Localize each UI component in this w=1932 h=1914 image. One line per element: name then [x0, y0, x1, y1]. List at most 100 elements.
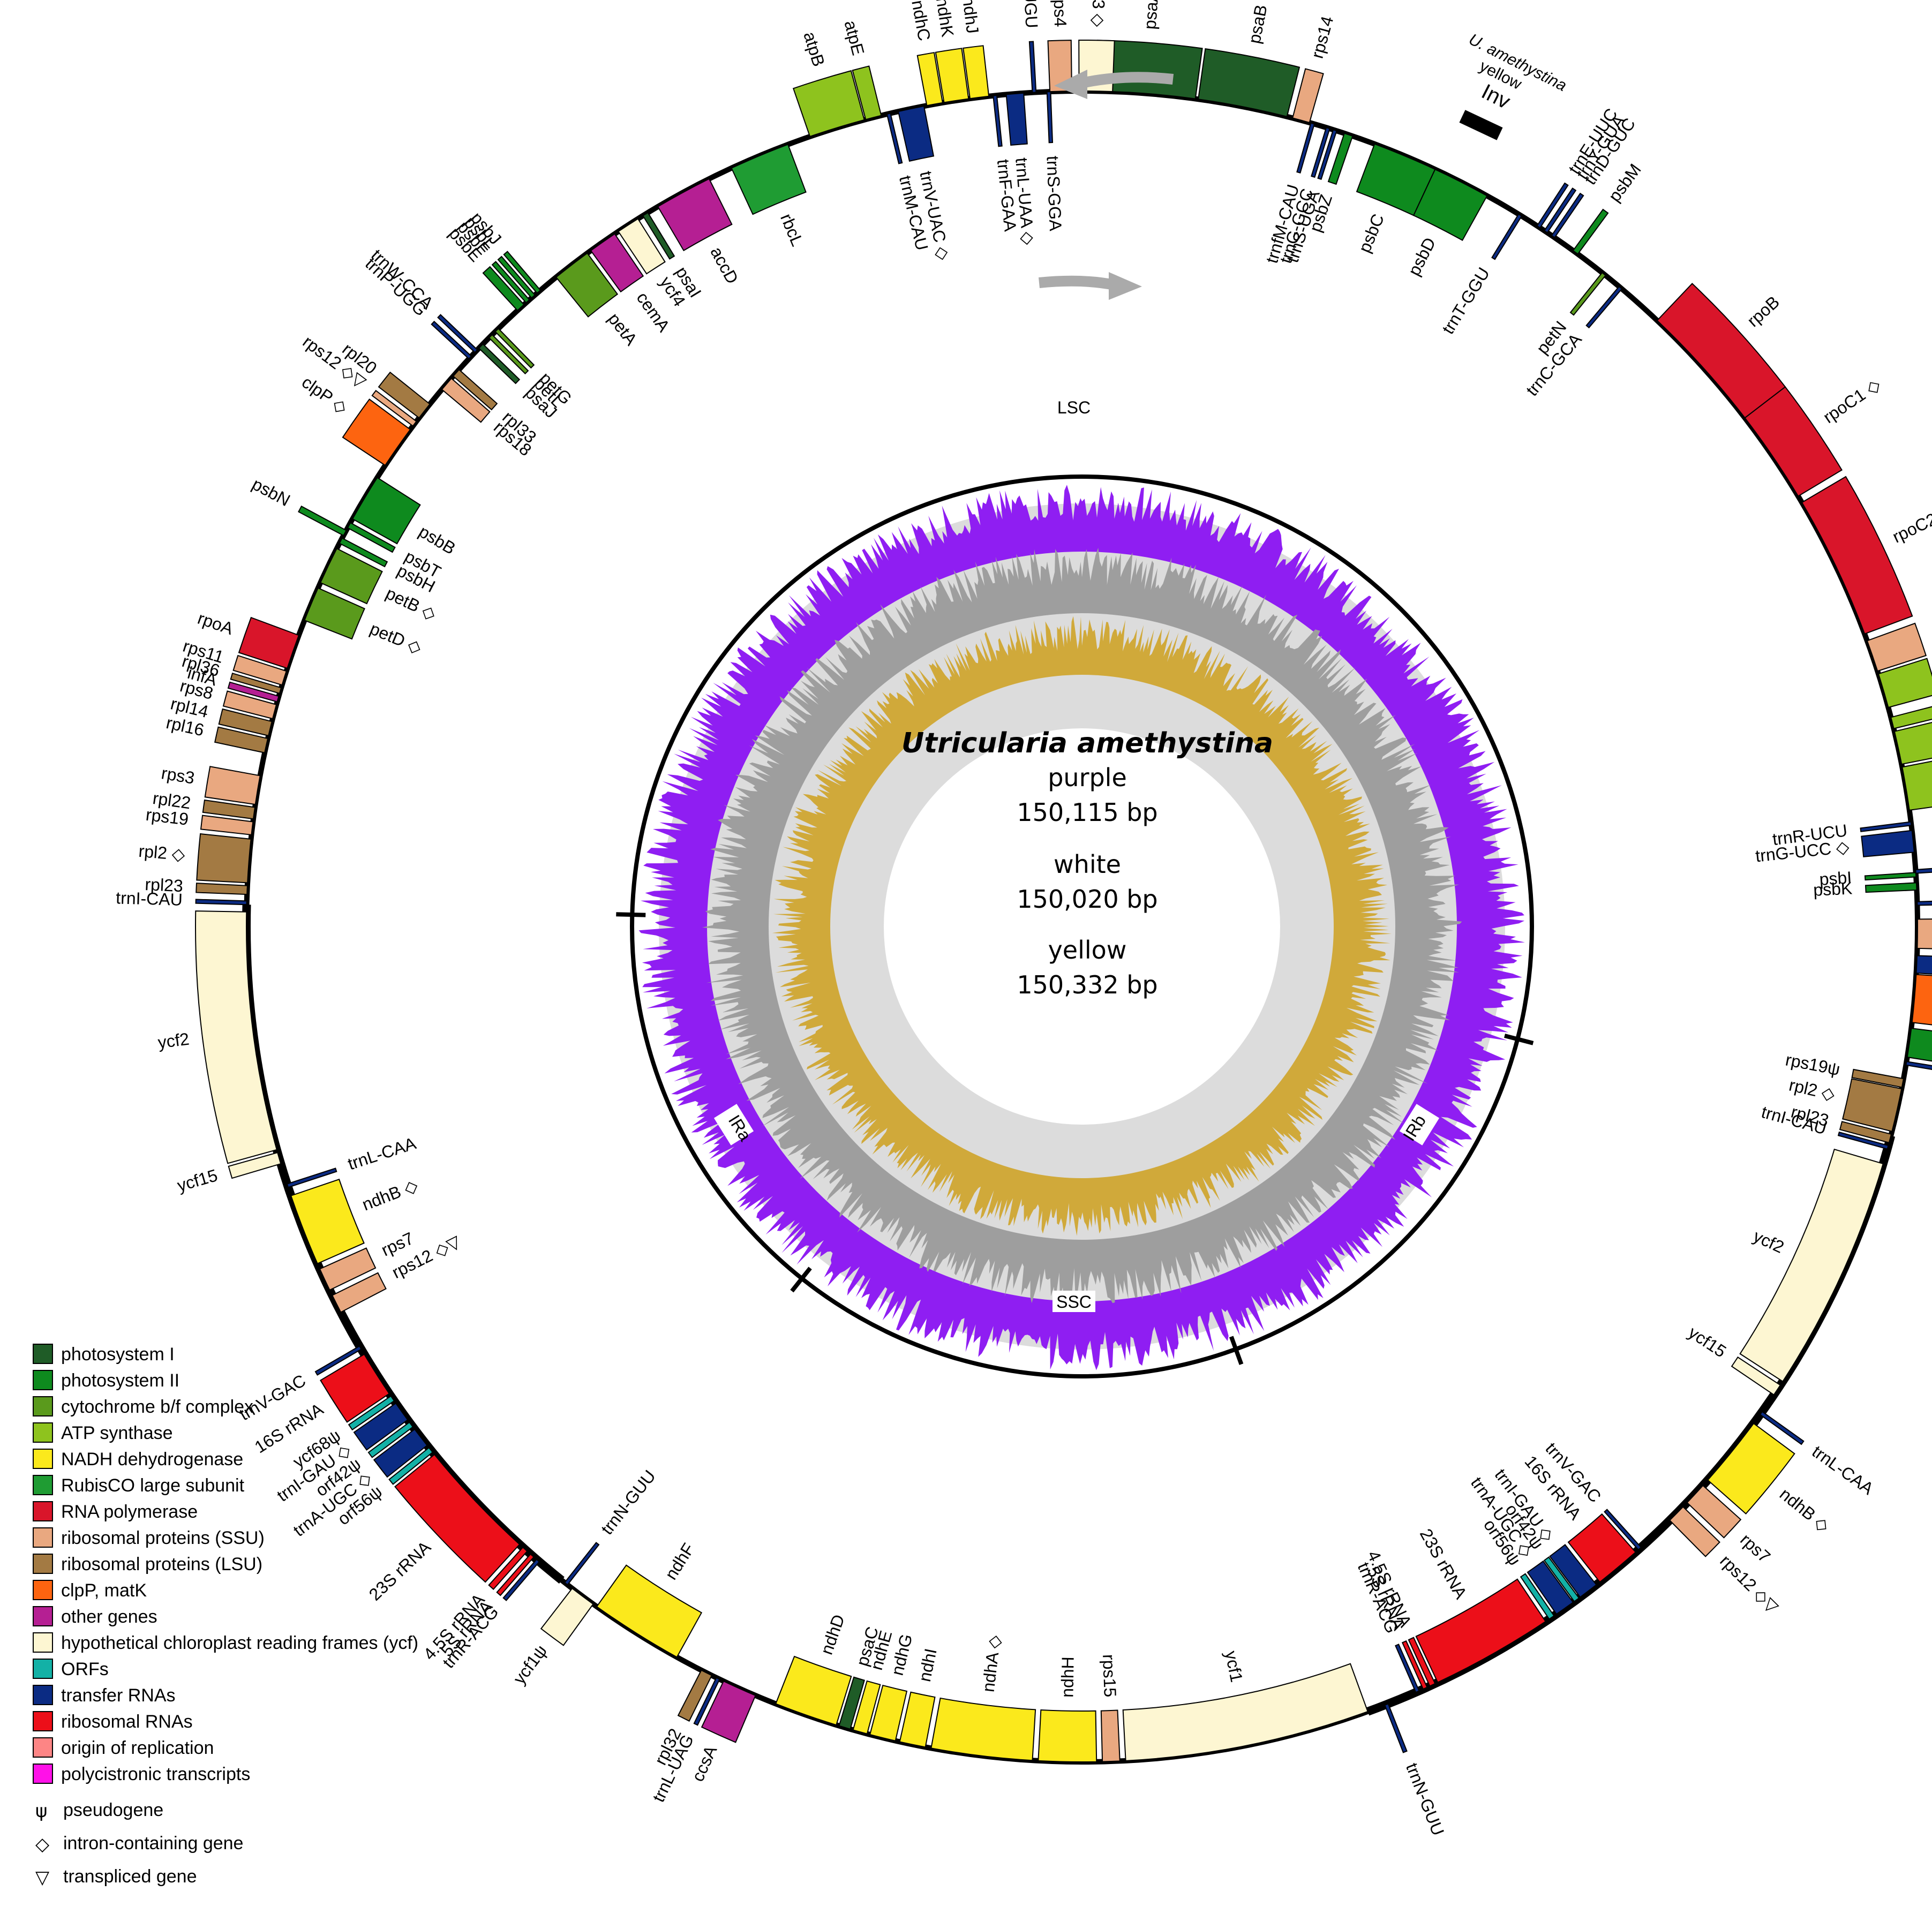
legend-label-cytochrome: cytochrome b/f complex	[61, 1397, 253, 1417]
legend-symbol-1-icon: ◇	[35, 1834, 50, 1855]
gene-label-rps19-: rps19ψ	[1784, 1050, 1842, 1079]
gene-block-trnf-gaa	[993, 95, 1003, 147]
gene-block-orf56-	[388, 1446, 434, 1485]
legend-label-rrna: ribosomal RNAs	[61, 1712, 193, 1732]
gene-block-rps11	[232, 654, 287, 686]
irb-label-bg	[1399, 1104, 1440, 1146]
gene-block-ycf2	[195, 910, 277, 1164]
gene-block-ndhf	[596, 1564, 703, 1658]
gene-block-trnr-ucu	[1860, 821, 1912, 832]
gene-block-trnv-uac	[897, 105, 935, 162]
legend-symbol-label-2: transpliced gene	[63, 1866, 197, 1887]
gene-label-rpoa: rpoA	[195, 608, 236, 638]
gene-block-5s-rrna	[496, 1553, 535, 1596]
gene-block-atpi	[1877, 658, 1932, 709]
gene-block-psbm	[1572, 208, 1609, 255]
gene-block-trni-cau	[195, 899, 247, 906]
gene-block-rps12	[371, 389, 417, 427]
gene-label-trnt-ugu: trnT-UGU	[1018, 0, 1042, 29]
gene-block-rpl33	[452, 368, 498, 411]
gene-block-trnt-ggu	[1491, 213, 1523, 260]
legend-label-ssu: ribosomal proteins (SSU)	[61, 1528, 265, 1548]
gene-block-rpl16	[214, 726, 269, 753]
legend-label-trna: transfer RNAs	[61, 1685, 176, 1706]
gene-block-psbd	[1412, 168, 1488, 242]
gene-block-rpl23	[1839, 1121, 1892, 1143]
legend-symbol-label-0: pseudogene	[63, 1800, 163, 1820]
gene-label-psbn: psbN	[249, 474, 294, 510]
gene-label-ndhd: ndhD	[817, 1612, 848, 1657]
gene-block-rpl2	[1842, 1078, 1903, 1132]
gene-block-ycf1	[1122, 1663, 1369, 1761]
legend-label-lsu: ribosomal proteins (LSU)	[61, 1554, 262, 1574]
gene-label-ycf15: ycf15	[175, 1165, 220, 1195]
gene-block-petb	[319, 547, 383, 605]
inner-region-circle	[630, 474, 1534, 1378]
gene-block-rps19-	[1851, 1068, 1905, 1088]
gene-label-rps3: rps3	[160, 763, 196, 788]
gene-block-ycf68-	[348, 1395, 395, 1431]
gene-label-atpe: atpE	[840, 18, 868, 57]
legend-swatch-clpmatk	[33, 1580, 53, 1600]
gene-block-ndhb	[290, 1178, 365, 1264]
gene-block-accd	[657, 178, 733, 252]
arrow-head-left-icon	[1054, 70, 1087, 99]
gene-label-trnl-caa: trnL-CAA	[1809, 1442, 1877, 1498]
gene-block-trnm-cau	[886, 112, 903, 164]
gene-block-psbf	[491, 261, 530, 304]
gene-block-psbi	[1864, 872, 1917, 881]
gene-block-trnv-gac	[314, 1345, 362, 1376]
inversion-bar	[1459, 110, 1503, 140]
gene-block-trnfm-cau	[1296, 122, 1315, 174]
gene-block-ndhk	[935, 48, 969, 103]
gene-block-atpb	[792, 70, 865, 138]
gene-block-clpp	[342, 398, 411, 466]
gene-block-trne-uuc	[1536, 182, 1569, 229]
gene-block-rps3	[204, 766, 261, 805]
legend-label-ori: origin of replication	[61, 1738, 214, 1758]
gene-block-psbt	[347, 522, 396, 553]
gene-block-petl	[488, 334, 529, 375]
gene-block-trnr-acg	[502, 1558, 540, 1601]
gene-label-rps14: rps14	[1307, 14, 1337, 61]
tick-lsc-irb	[1504, 1034, 1534, 1045]
gene-block-rps2	[1866, 622, 1927, 672]
gene-label-trns-gga: trnS-GGA	[1043, 155, 1065, 231]
legend-swatch-poly	[33, 1764, 53, 1784]
gene-block-atpe	[852, 65, 882, 120]
gene-block-psbe	[482, 266, 525, 312]
gene-label-ndha: ndhA ◇	[979, 1634, 1005, 1693]
gene-block-trnr-acg	[1395, 1644, 1420, 1693]
gene-block-orf42-	[367, 1421, 414, 1458]
gene-label-ycf2: ycf2	[1750, 1226, 1787, 1257]
gene-block-trns-uga	[1317, 129, 1337, 180]
gene-block-16s-rrna	[320, 1353, 390, 1423]
gene-block-trns-gcu	[1915, 868, 1932, 874]
gene-label-ycf1: ycf1	[1221, 1649, 1246, 1684]
gene-block-psbj	[503, 251, 542, 294]
gene-block-rps8	[222, 690, 277, 720]
variant-white-length: 150,020 bp	[1017, 885, 1157, 914]
gene-block-matk	[1911, 974, 1932, 1026]
gene-block-rpl32	[677, 1669, 713, 1722]
gene-label-ndhj: ndhJ	[959, 0, 982, 35]
gene-label-trnn-guu: trnN-GUU	[597, 1466, 659, 1538]
gene-label-rps12: rps12 ◇▽	[1716, 1551, 1783, 1617]
gene-block-rps19	[200, 815, 254, 835]
legend-swatch-rubisco	[33, 1475, 53, 1495]
gene-label-23s-rrna: 23S rRNA	[365, 1537, 435, 1604]
tick-irb-ssc	[1229, 1336, 1244, 1365]
legend-label-ndh: NADH dehydrogenase	[61, 1449, 243, 1470]
legend-swatch-photosystem-II	[33, 1370, 53, 1390]
gene-block-trnc-gca	[1585, 285, 1623, 329]
gene-label-23s-rrna: 23S rRNA	[1416, 1525, 1471, 1602]
gene-label-psab: psaB	[1244, 3, 1271, 46]
gene-label-peta: petA	[604, 309, 641, 349]
gene-block-4-5s-rrna	[1408, 1637, 1436, 1687]
gene-block-ndhg	[869, 1684, 908, 1742]
gene-block-trnl-caa	[1759, 1411, 1805, 1445]
gene-block-ycf15	[1731, 1356, 1781, 1396]
legend-label-photosystem-I: photosystem I	[61, 1344, 175, 1365]
gene-block-trnh-gug	[1905, 1060, 1932, 1071]
